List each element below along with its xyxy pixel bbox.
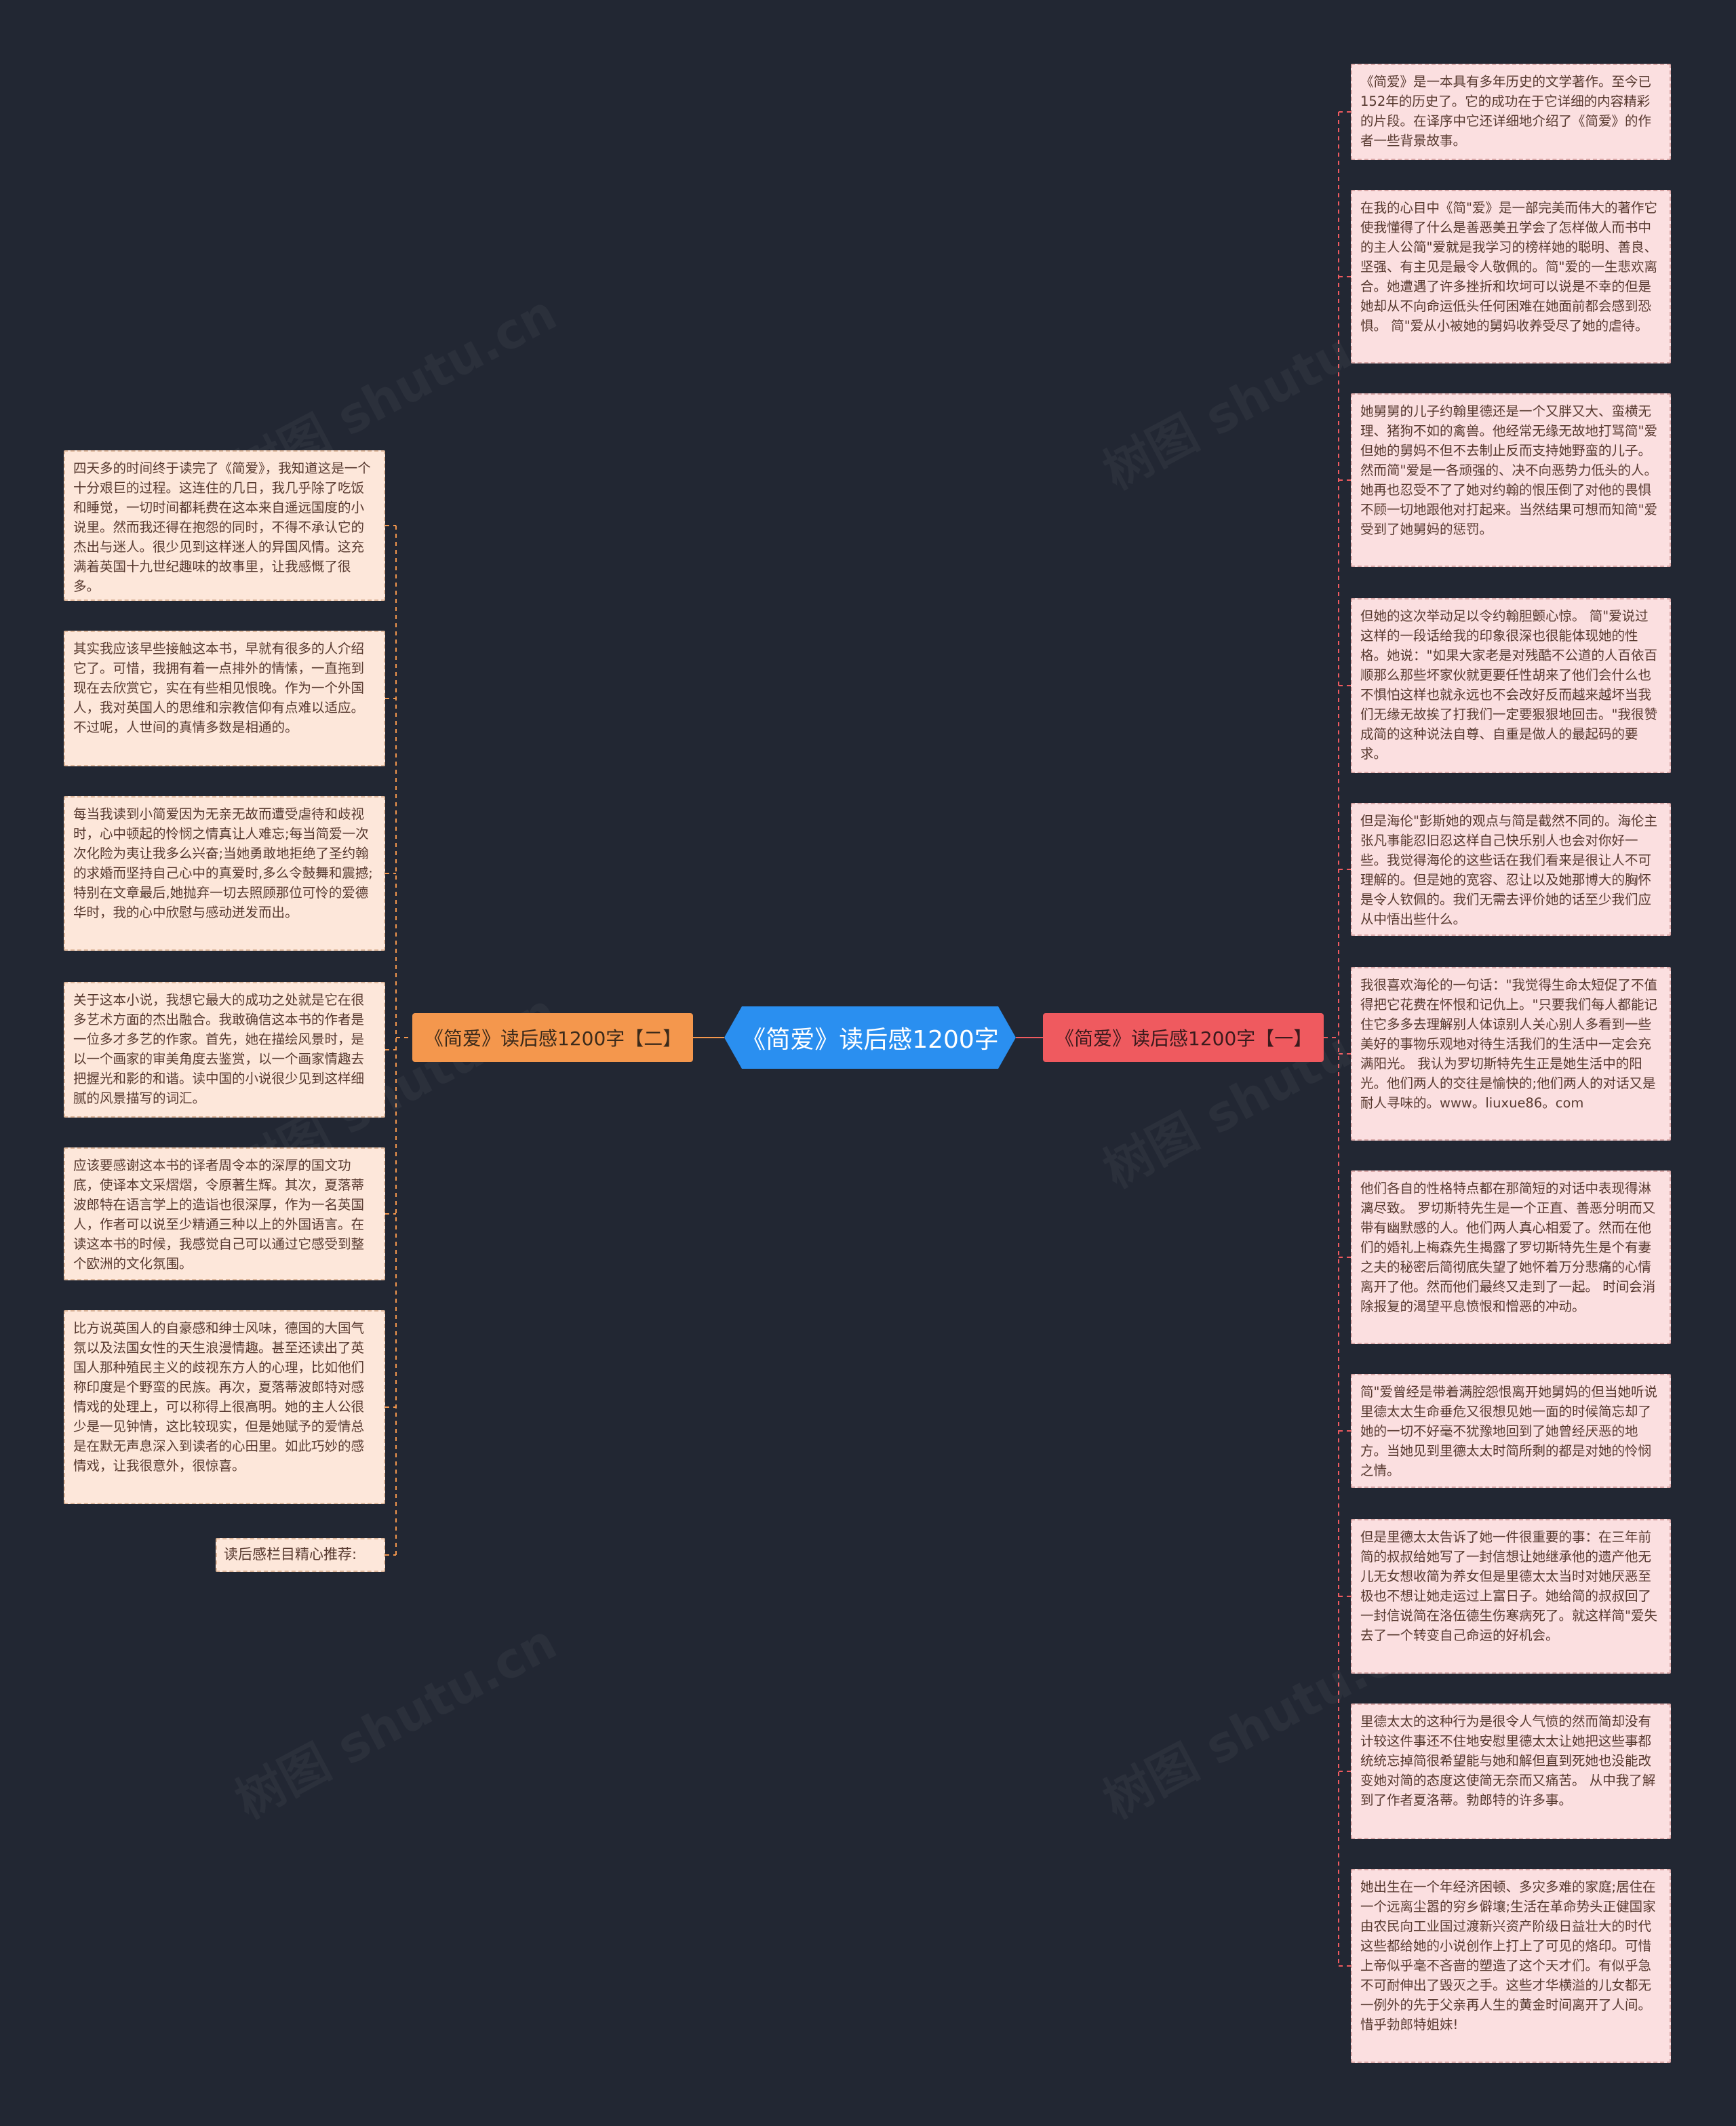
leaf-note[interactable]: 每当我读到小简爱因为无亲无故而遭受虐待和歧视时，心中顿起的怜悯之情真让人难忘;每… (64, 796, 385, 951)
leaf-note[interactable]: 简"爱曾经是带着满腔怨恨离开她舅妈的但当她听说里德太太生命垂危又很想见她一面的时… (1351, 1374, 1671, 1488)
branch-node-part-one[interactable]: 《简爱》读后感1200字【一】 (1043, 1013, 1324, 1062)
leaf-note[interactable]: 《简爱》是一本具有多年历史的文学著作。至今已152年的历史了。它的成功在于它详细… (1351, 64, 1671, 160)
leaf-note[interactable]: 他们各自的性格特点都在那简短的对话中表现得淋漓尽致。 罗切斯特先生是一个正直、善… (1351, 1170, 1671, 1344)
leaf-note[interactable]: 四天多的时间终于读完了《简爱》，我知道这是一个十分艰巨的过程。这连住的几日，我几… (64, 450, 385, 601)
central-topic[interactable]: 《简爱》读后感1200字 (724, 1006, 1016, 1069)
leaf-recommendation[interactable]: 读后感栏目精心推荐: (216, 1538, 385, 1572)
leaf-note[interactable]: 她出生在一个年经济困顿、多灾多难的家庭;居住在一个远离尘嚣的穷乡僻壤;生活在革命… (1351, 1869, 1671, 2063)
leaf-note[interactable]: 但她的这次举动足以令约翰胆颤心惊。 简"爱说过这样的一段话给我的印象很深也很能体… (1351, 598, 1671, 773)
leaf-note[interactable]: 我很喜欢海伦的一句话："我觉得生命太短促了不值得把它花费在怀恨和记仇上。"只要我… (1351, 967, 1671, 1141)
leaf-note[interactable]: 比方说英国人的自豪感和绅士风味，德国的大国气氛以及法国女性的天生浪漫情趣。甚至还… (64, 1310, 385, 1504)
branch-node-part-two[interactable]: 《简爱》读后感1200字【二】 (412, 1013, 693, 1062)
leaf-note[interactable]: 在我的心目中《简"爱》是一部完美而伟大的著作它使我懂得了什么是善恶美丑学会了怎样… (1351, 190, 1671, 363)
leaf-note[interactable]: 但是里德太太告诉了她一件很重要的事：在三年前简的叔叔给她写了一封信想让她继承他的… (1351, 1519, 1671, 1674)
leaf-note[interactable]: 她舅舅的儿子约翰里德还是一个又胖又大、蛮横无理、猪狗不如的禽兽。他经常无缘无故地… (1351, 393, 1671, 567)
leaf-note[interactable]: 里德太太的这种行为是很令人气愤的然而简却没有计较这件事还不住地安慰里德太太让她把… (1351, 1704, 1671, 1839)
leaf-note[interactable]: 但是海伦"彭斯她的观点与简是截然不同的。海伦主张凡事能忍旧忍这样自己快乐别人也会… (1351, 803, 1671, 936)
leaf-note[interactable]: 应该要感谢这本书的译者周令本的深厚的国文功底，使译本文采熠熠，令原著生辉。其次，… (64, 1147, 385, 1280)
leaf-note[interactable]: 关于这本小说，我想它最大的成功之处就是它在很多艺术方面的杰出融合。我敢确信这本书… (64, 982, 385, 1118)
leaf-note[interactable]: 其实我应该早些接触这本书，早就有很多的人介绍它了。可惜，我拥有着一点排外的情愫，… (64, 631, 385, 766)
